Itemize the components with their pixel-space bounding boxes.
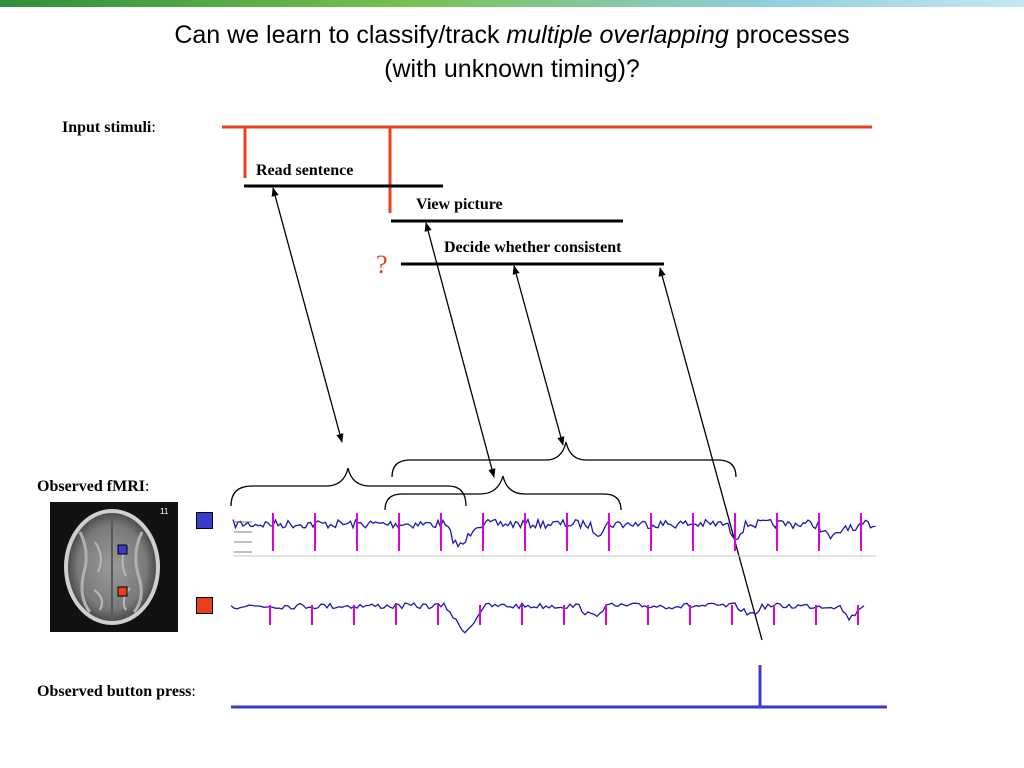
arrow-decide bbox=[512, 265, 565, 446]
fmri-traces bbox=[230, 513, 876, 634]
slide-title: Can we learn to classify/track multiple … bbox=[0, 18, 1024, 86]
arrow-read-sentence bbox=[271, 187, 344, 443]
read-sentence-label: Read sentence bbox=[256, 162, 354, 179]
observed-fmri-label: Observed fMRI: bbox=[37, 478, 150, 495]
fmri-trace-red-voxel bbox=[230, 601, 865, 634]
brace-decide bbox=[391, 441, 737, 478]
unknown-onset-question-mark: ? bbox=[376, 250, 388, 279]
slice-number: 11 bbox=[160, 507, 169, 516]
arrow-view-picture bbox=[424, 222, 496, 478]
input-stimuli-label: Input stimuli: bbox=[62, 119, 156, 136]
brain-mri-image: 11 bbox=[50, 502, 178, 632]
arrow-button-press bbox=[658, 267, 763, 641]
brace-read-sentence bbox=[230, 467, 467, 507]
observed-button-press-label: Observed button press: bbox=[37, 683, 196, 700]
fmri-trace-blue-voxel bbox=[232, 517, 876, 548]
red-voxel-marker bbox=[196, 597, 213, 614]
blue-voxel-marker bbox=[196, 512, 213, 529]
title-line-2: (with unknown timing)? bbox=[384, 55, 640, 83]
view-picture-label: View picture bbox=[416, 196, 503, 213]
title-emphasis: multiple overlapping bbox=[506, 21, 729, 49]
brace-view-picture bbox=[384, 475, 622, 511]
top-accent-bar bbox=[0, 0, 1024, 7]
title-line-1: Can we learn to classify/track multiple … bbox=[174, 21, 850, 49]
